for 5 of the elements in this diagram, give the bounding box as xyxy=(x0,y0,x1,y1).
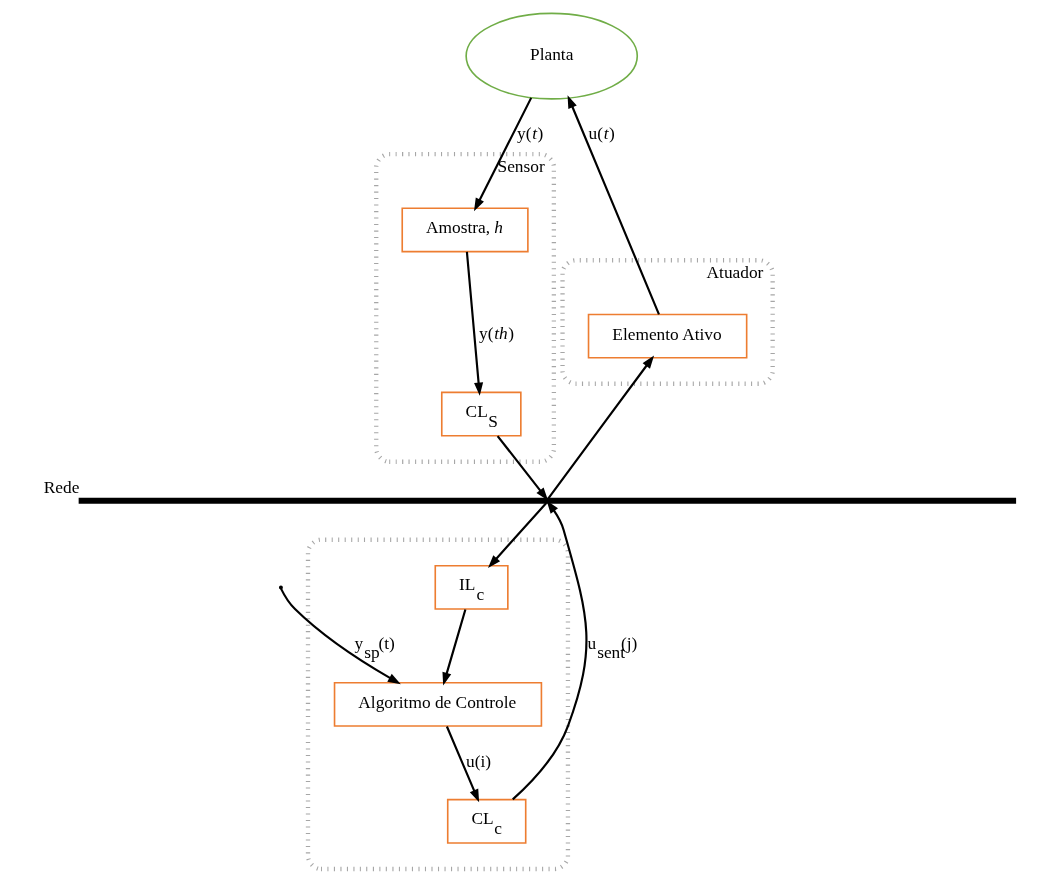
edge-label: y(t) xyxy=(517,123,544,143)
edge-label: u(t) xyxy=(588,123,615,143)
node-label: Rede xyxy=(43,477,80,497)
edge-label: u(i) xyxy=(466,751,492,771)
edge-label: y(th) xyxy=(479,323,515,343)
